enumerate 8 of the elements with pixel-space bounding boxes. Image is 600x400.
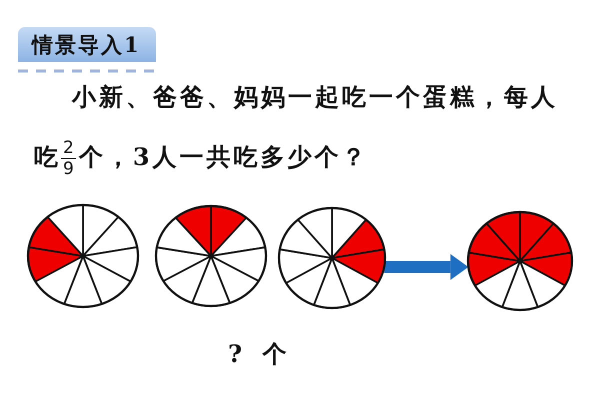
fraction-circle-drawing — [277, 206, 387, 310]
fraction-circle-drawing — [466, 210, 574, 312]
fraction-circle-drawing — [154, 204, 268, 308]
question-text: 小新、爸爸、妈妈一起吃一个蛋糕，每人吃$^{2}$$_{9}$个，3人一共吃多少个？ — [34, 81, 559, 182]
section-heading: 情景导入1 — [18, 27, 156, 62]
answer-text: ? 个 — [228, 338, 292, 370]
arrow — [384, 254, 468, 280]
fraction-circle-drawing — [26, 203, 140, 309]
